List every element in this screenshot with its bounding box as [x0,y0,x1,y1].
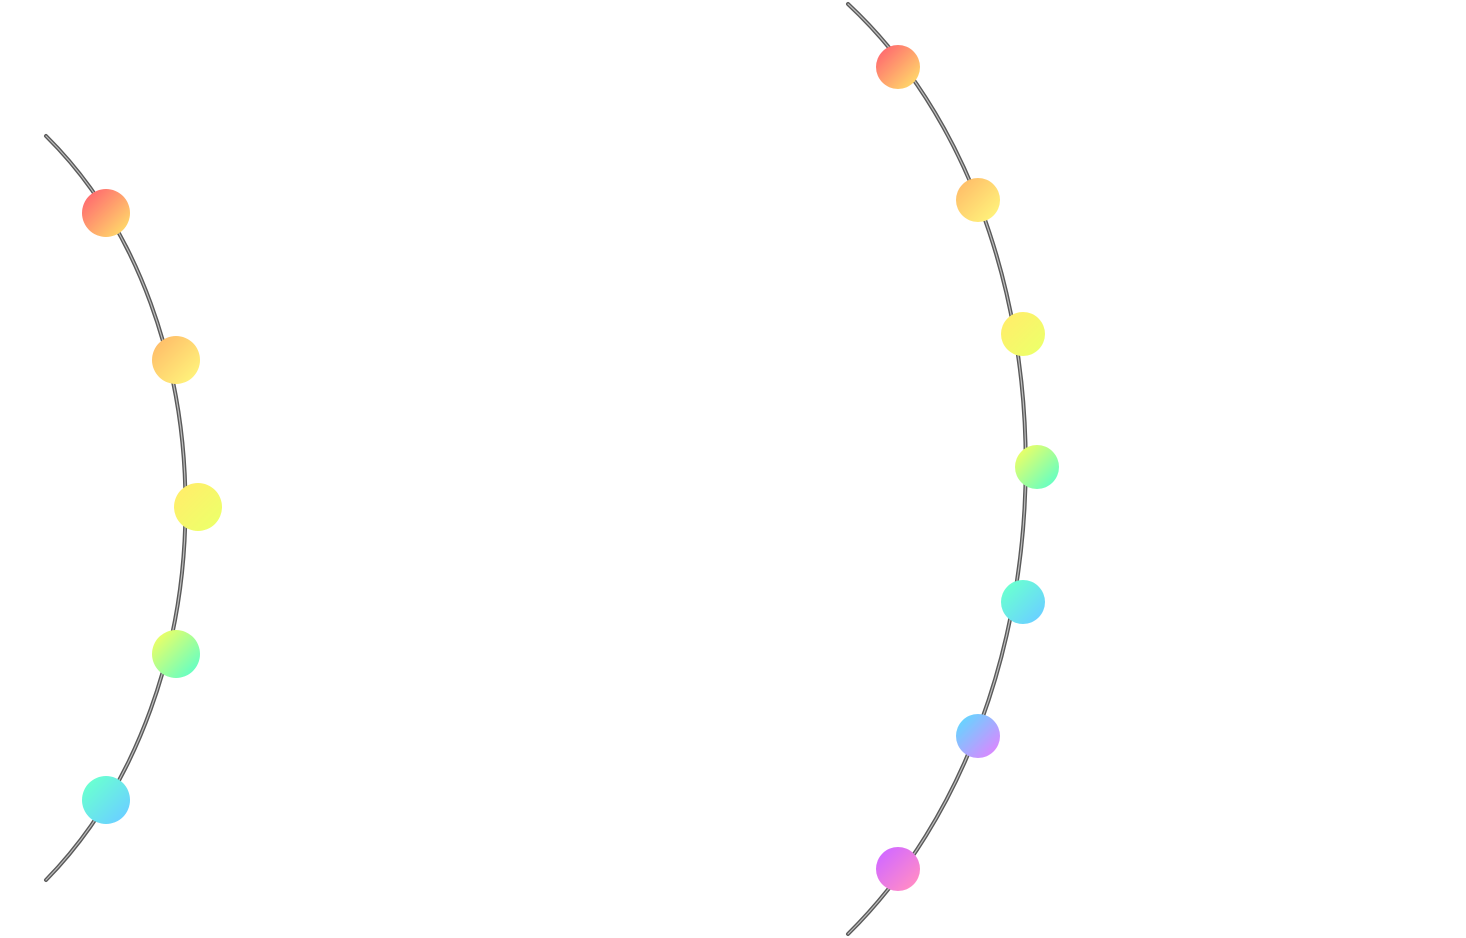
right-bead-string [846,2,1059,936]
right-wire-highlight [847,3,1027,935]
right-bead-4 [1015,445,1059,489]
left-bead-4 [152,630,200,678]
right-beads [876,45,1059,891]
left-bead-3 [174,483,222,531]
left-bead-string [44,134,222,882]
left-bead-1 [82,189,130,237]
left-wire-highlight [45,135,187,881]
right-bead-1 [876,45,920,89]
left-beads [82,189,222,824]
left-wire [44,134,188,882]
right-bead-7 [876,847,920,891]
left-bead-5 [82,776,130,824]
right-bead-5 [1001,580,1045,624]
right-wire [846,2,1028,936]
right-bead-3 [1001,312,1045,356]
right-bead-6 [956,714,1000,758]
left-bead-2 [152,336,200,384]
right-bead-2 [956,178,1000,222]
